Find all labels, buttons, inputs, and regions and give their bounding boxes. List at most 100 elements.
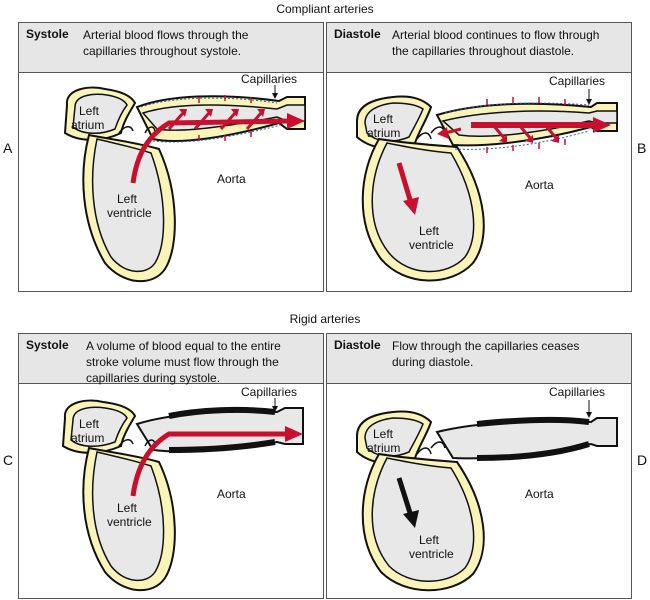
left-ventricle-cavity: [371, 142, 475, 273]
main-flow-arrow: [130, 431, 287, 497]
phase-label: Diastole: [334, 338, 381, 352]
main-flow-arrowhead: [287, 113, 305, 129]
branch-arrow-2: [193, 112, 211, 130]
phase-description: Arterial blood flows through the capilla…: [83, 28, 249, 58]
left-ventricle-label-line2: ventricle: [107, 206, 152, 220]
left-ventricle-label-line2: ventricle: [409, 238, 454, 252]
letter-C: C: [3, 452, 14, 468]
heart-diagram: Left atrium Left ventricle Aorta Capilla…: [356, 385, 618, 592]
rigid-wall-top: [168, 406, 276, 419]
heart-diagram: Left atrium Left ventricle Aorta Capilla…: [63, 73, 306, 283]
recoil-arrowhead: [437, 127, 449, 139]
dashed-line-bottom: [454, 130, 590, 150]
panel-C: Systole A volume of blood equal to the e…: [18, 333, 324, 599]
branch-arrow-3-head: [231, 109, 239, 117]
left-ventricle-label-line1: Left: [419, 533, 440, 547]
branch-arrow-2-head: [525, 135, 533, 143]
phase-label: Systole: [26, 338, 69, 352]
capillary-pointer-head: [586, 99, 592, 105]
wall-stretch-mark: [198, 95, 252, 141]
heart-anatomy: [356, 400, 618, 592]
branch-arrow-3-head: [551, 135, 559, 143]
left-atrium-label-line1: Left: [79, 417, 100, 431]
flow-arrows: [130, 426, 303, 497]
left-ventricle-label-line2: ventricle: [409, 547, 454, 561]
flow-arrows: [396, 477, 419, 528]
main-flow-arrowhead: [593, 117, 611, 133]
phase-description: A volume of blood equal to the entire st…: [86, 339, 281, 385]
capillaries-label: Capillaries: [549, 385, 605, 399]
mitral-valve: [416, 447, 432, 455]
flow-arrows: [396, 97, 611, 215]
capillaries-label: Capillaries: [241, 385, 297, 399]
left-atrium-label-line1: Left: [373, 112, 394, 126]
capillary-pointer-head: [586, 412, 592, 418]
left-ventricle-label-line1: Left: [117, 501, 138, 515]
branch-arrow-1: [167, 112, 185, 130]
letter-D: D: [637, 452, 648, 468]
branch-arrow-2: [517, 124, 533, 140]
left-atrium-label-line2: atrium: [71, 118, 104, 132]
branch-arrow-3: [543, 124, 559, 140]
branch-arrow-2-head: [205, 109, 213, 117]
panel-A: Systole Arterial blood flows through the…: [18, 22, 324, 292]
ventricle-fill-arrow: [396, 162, 414, 204]
ventricle-fill-arrowhead: [403, 197, 419, 215]
letter-A: A: [3, 140, 13, 156]
aorta-label: Aorta: [525, 178, 554, 192]
left-atrium-label-line2: atrium: [367, 126, 400, 140]
left-atrium-label-line2: atrium: [367, 441, 400, 455]
left-atrium-label-line2: atrium: [71, 431, 104, 445]
main-flow-arrowhead: [285, 426, 303, 442]
left-atrium-cavity: [70, 406, 128, 447]
aortic-valve: [430, 441, 446, 449]
mitral-valve: [416, 132, 432, 140]
left-atrium-label-line1: Left: [373, 427, 394, 441]
capillaries-label: Capillaries: [241, 73, 297, 86]
left-ventricle-label-line1: Left: [117, 192, 138, 206]
ventricle-fill-arrowhead: [403, 510, 419, 528]
rigid-wall-bottom: [168, 439, 276, 453]
wall-recoil-marks: [486, 97, 566, 153]
left-atrium-label-line1: Left: [79, 104, 100, 118]
panel-header: Systole Arterial blood flows through the…: [19, 23, 323, 73]
dashed-line-top: [444, 102, 590, 114]
left-ventricle-label-line2: ventricle: [107, 515, 152, 529]
letter-B: B: [637, 140, 647, 156]
aorta-label: Aorta: [217, 172, 246, 186]
phase-description: Flow through the capillaries ceases duri…: [392, 339, 580, 369]
phase-label: Diastole: [334, 27, 381, 41]
title-rigid-arteries: Rigid arteries: [289, 312, 361, 326]
heart-anatomy: [356, 89, 618, 282]
title-compliant-arteries: Compliant arteries: [276, 2, 374, 16]
capillary-pointer-head: [272, 93, 278, 99]
branch-arrow-4-head: [257, 109, 265, 117]
branch-arrow-1-head: [499, 135, 507, 143]
heart-diagram: Left atrium Left ventricle Aorta Capilla…: [61, 385, 304, 592]
rigid-wall-top: [476, 416, 590, 427]
main-flow-arrow: [130, 118, 290, 184]
branch-arrow-1-head: [179, 109, 187, 117]
rigid-wall-bottom: [476, 441, 590, 461]
left-ventricle-label-line1: Left: [419, 224, 440, 238]
heart-diagram: Left atrium Left ventricle Aorta Capilla…: [356, 74, 618, 282]
left-atrium-cavity: [72, 93, 128, 134]
panel-header: Systole A volume of blood equal to the e…: [19, 334, 323, 385]
left-ventricle-cavity: [371, 457, 475, 582]
aorta-wall: [435, 417, 618, 460]
flow-arrows: [130, 95, 305, 184]
dashed-line-bottom: [152, 124, 282, 143]
ventricle-fill-arrow: [396, 477, 414, 517]
panel-B: Diastole Arterial blood continues to flo…: [326, 22, 632, 292]
branch-arrow-1: [491, 124, 507, 140]
panel-D: Diastole Flow through the capillaries ce…: [326, 333, 632, 599]
aorta-label: Aorta: [217, 487, 246, 501]
aorta-label: Aorta: [525, 487, 554, 501]
panel-header: Diastole Flow through the capillaries ce…: [327, 334, 631, 384]
phase-label: Systole: [26, 27, 69, 41]
mitral-valve: [118, 126, 134, 134]
capillary-pointer-head: [272, 406, 278, 412]
mitral-valve: [118, 439, 134, 447]
panel-header: Diastole Arterial blood continues to flo…: [327, 23, 631, 73]
aorta-wall: [135, 407, 304, 453]
